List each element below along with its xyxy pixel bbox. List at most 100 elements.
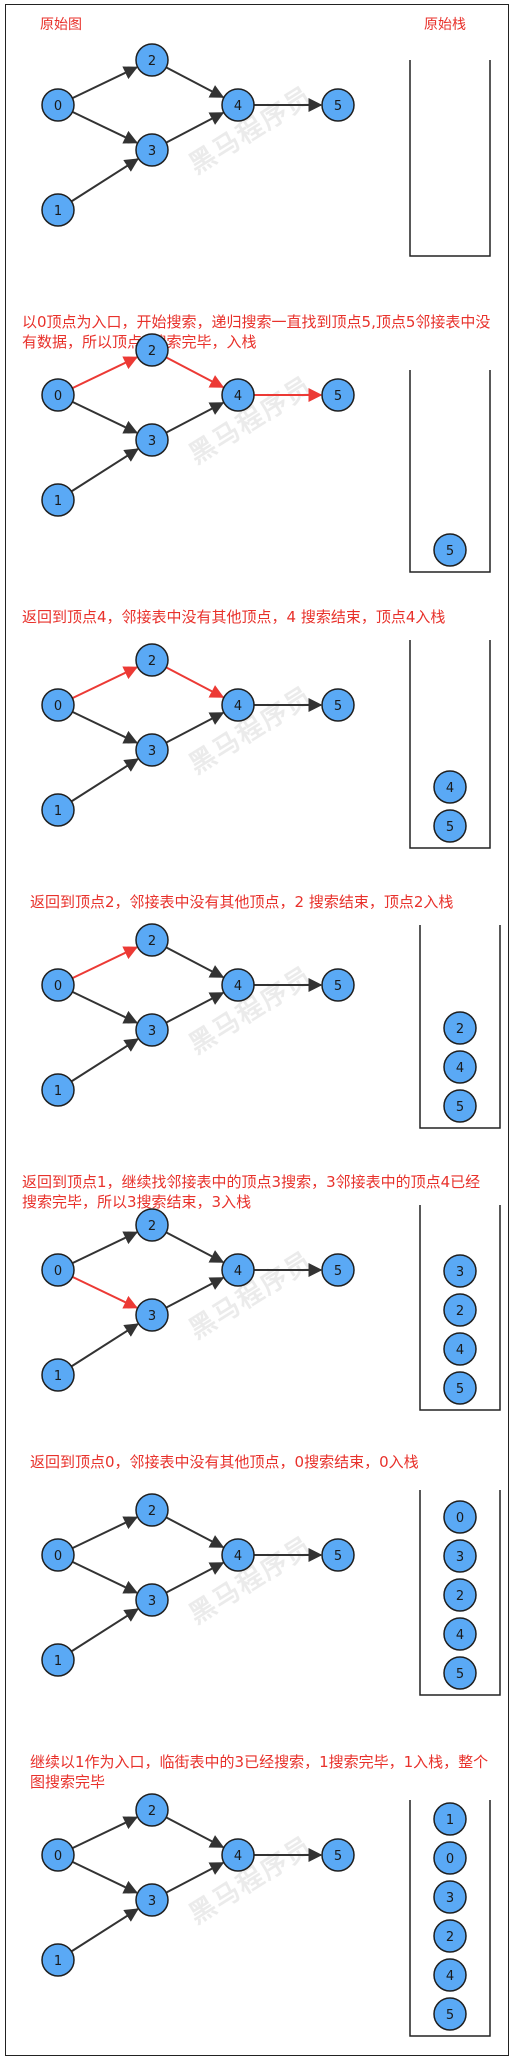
stack-item-label: 0 xyxy=(456,1511,464,1526)
graph-node-label: 5 xyxy=(334,699,342,714)
graph-node-label: 5 xyxy=(334,979,342,994)
original-graph-title: 原始图 xyxy=(40,17,82,33)
graph-node-4 xyxy=(221,378,255,412)
graph-node-3 xyxy=(135,133,169,167)
stack-item-label: 2 xyxy=(446,1930,454,1945)
graph-node-label: 1 xyxy=(54,1654,62,1669)
graph-node-label: 3 xyxy=(148,434,156,449)
graph-node-label: 4 xyxy=(234,979,242,994)
graph-node-label: 2 xyxy=(148,1504,156,1519)
step-caption: 返回到顶点1，继续找邻接表中的顶点3搜索，3邻接表中的顶点4已经搜索完毕，所以3… xyxy=(22,1173,481,1211)
graph-node-5 xyxy=(321,1538,355,1572)
graph-node-2 xyxy=(135,643,169,677)
graph-node-4 xyxy=(221,1538,255,1572)
step-caption: 返回到顶点2，邻接表中没有其他顶点，2 搜索结束，顶点2入栈 xyxy=(30,893,454,911)
graph-node-label: 4 xyxy=(234,1264,242,1279)
stack-item-label: 3 xyxy=(446,1891,454,1906)
step-caption: 返回到顶点4，邻接表中没有其他顶点，4 搜索结束，顶点4入栈 xyxy=(22,608,446,626)
graph-node-label: 1 xyxy=(54,494,62,509)
edge-0-3 xyxy=(71,1276,138,1309)
graph-node-label: 3 xyxy=(148,1024,156,1039)
edge-3-4 xyxy=(165,991,225,1024)
graph-node-2 xyxy=(135,1208,169,1242)
stack-item-label: 0 xyxy=(446,1852,454,1867)
graph-node-label: 5 xyxy=(334,389,342,404)
graph-node-label: 0 xyxy=(54,699,62,714)
graph-node-label: 2 xyxy=(148,344,156,359)
graph-node-3 xyxy=(135,1583,169,1617)
graph-node-0 xyxy=(41,968,75,1002)
stack-item xyxy=(443,1254,477,1288)
stack-container xyxy=(419,1205,501,1411)
graph-node-label: 2 xyxy=(148,1219,156,1234)
stack-item-label: 4 xyxy=(456,1343,464,1358)
edge-1-3 xyxy=(70,1608,139,1653)
edge-0-2 xyxy=(71,356,138,389)
stack-item-label: 5 xyxy=(456,1667,464,1682)
edge-0-3 xyxy=(71,991,138,1024)
graph-node-0 xyxy=(41,1538,75,1572)
stack-item-label: 5 xyxy=(446,2008,454,2023)
graph-node-5 xyxy=(321,968,355,1002)
graph-node-label: 2 xyxy=(148,54,156,69)
stack-item xyxy=(443,1500,477,1534)
graph-node-label: 3 xyxy=(148,144,156,159)
stack-item-label: 1 xyxy=(446,1813,454,1828)
stack-item xyxy=(433,533,467,567)
graph-node-5 xyxy=(321,88,355,122)
stack-container xyxy=(409,60,491,257)
stack-item xyxy=(433,1997,467,2031)
edge-0-2 xyxy=(71,1816,138,1849)
edge-0-2 xyxy=(71,1516,138,1549)
graph-node-label: 4 xyxy=(234,1549,242,1564)
graph-node-label: 1 xyxy=(54,1954,62,1969)
graph-node-label: 3 xyxy=(148,1594,156,1609)
graph-node-3 xyxy=(135,1298,169,1332)
graph-node-label: 0 xyxy=(54,979,62,994)
step-caption: 返回到顶点0，邻接表中没有其他顶点，0搜索结束，0入栈 xyxy=(30,1453,419,1471)
graph-node-5 xyxy=(321,688,355,722)
graph-node-0 xyxy=(41,1838,75,1872)
edge-0-3 xyxy=(71,111,138,144)
edge-2-4 xyxy=(165,946,225,979)
stack-container xyxy=(409,640,491,849)
graph-node-0 xyxy=(41,688,75,722)
edge-1-3 xyxy=(70,758,139,803)
graph-node-4 xyxy=(221,688,255,722)
graph-node-label: 3 xyxy=(148,1894,156,1909)
graph-node-5 xyxy=(321,378,355,412)
stack-item-label: 5 xyxy=(456,1382,464,1397)
stack-container xyxy=(419,1490,501,1696)
graph-node-3 xyxy=(135,733,169,767)
stack-item xyxy=(443,1539,477,1573)
edge-2-4 xyxy=(165,1816,225,1849)
graph-node-3 xyxy=(135,1013,169,1047)
edge-1-3 xyxy=(70,1323,139,1368)
edge-0-2 xyxy=(71,1231,138,1264)
graph-node-label: 0 xyxy=(54,99,62,114)
stack-container xyxy=(409,370,491,573)
stack-container xyxy=(419,925,501,1129)
graph-node-label: 0 xyxy=(54,1549,62,1564)
edge-1-3 xyxy=(70,1038,139,1083)
stack-item-label: 4 xyxy=(446,1969,454,1984)
stack-item xyxy=(433,1880,467,1914)
graph-node-label: 3 xyxy=(148,744,156,759)
edge-0-3 xyxy=(71,1861,138,1894)
graph-node-4 xyxy=(221,88,255,122)
graph-node-1 xyxy=(41,793,75,827)
edge-3-4 xyxy=(165,1276,225,1309)
stack-item-label: 2 xyxy=(456,1022,464,1037)
graph-node-label: 5 xyxy=(334,1264,342,1279)
stack-item-label: 5 xyxy=(446,820,454,835)
graph-node-2 xyxy=(135,1793,169,1827)
graph-node-label: 0 xyxy=(54,1849,62,1864)
graph-node-label: 1 xyxy=(54,1369,62,1384)
stack-item xyxy=(443,1089,477,1123)
